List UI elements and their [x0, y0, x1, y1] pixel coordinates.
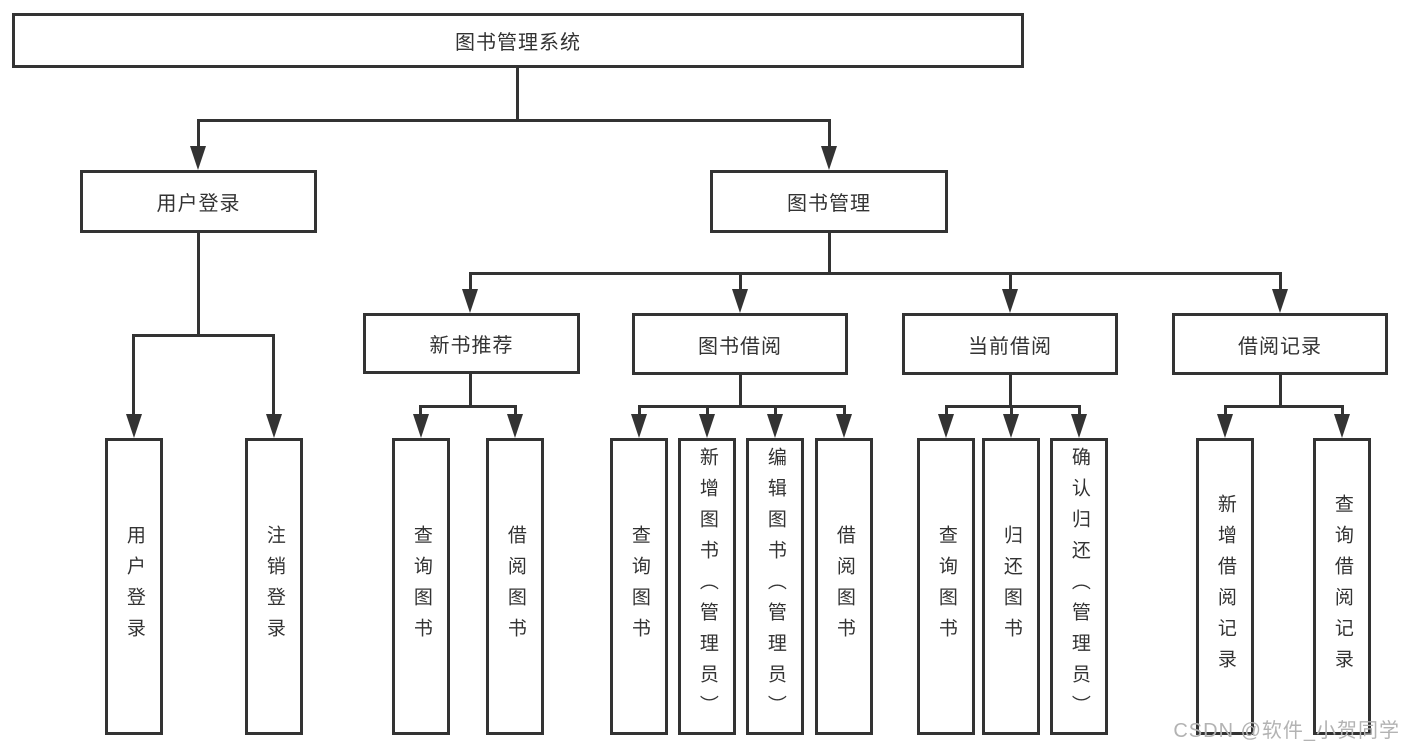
- connector-drop: [1279, 272, 1282, 292]
- arrow-down-icon: [413, 414, 429, 438]
- connector-stem: [1279, 374, 1282, 407]
- connector-drop: [706, 405, 709, 417]
- node-new-book-recommendation: 新书推荐: [363, 313, 580, 374]
- arrow-down-icon: [1217, 414, 1233, 438]
- leaf-label: 注销登录: [263, 524, 285, 649]
- leaf-label: 查询借阅记录: [1331, 493, 1353, 680]
- arrow-down-icon: [821, 146, 837, 170]
- connector-drop: [132, 334, 135, 416]
- node-leaf-borrow-books-1: 借阅图书: [486, 438, 544, 735]
- arrow-down-icon: [699, 414, 715, 438]
- connector-root-rail: [197, 119, 831, 122]
- connector-drop: [638, 405, 641, 417]
- node-leaf-confirm-return-admin: 确认归还（管理员）: [1050, 438, 1108, 735]
- connector-drop: [419, 405, 422, 417]
- node-user-login: 用户登录: [80, 170, 317, 233]
- node-leaf-logout: 注销登录: [245, 438, 303, 735]
- connector-drop: [197, 119, 200, 149]
- node-leaf-query-books-3: 查询图书: [917, 438, 975, 735]
- arrow-down-icon: [836, 414, 852, 438]
- node-root-library-management-system: 图书管理系统: [12, 13, 1024, 68]
- node-leaf-add-book-admin: 新增图书（管理员）: [678, 438, 736, 735]
- csdn-watermark: CSDN @软件_小贺同学: [1173, 720, 1400, 742]
- arrow-down-icon: [126, 414, 142, 438]
- node-borrowing-records: 借阅记录: [1172, 313, 1388, 375]
- arrow-down-icon: [1003, 414, 1019, 438]
- node-leaf-query-borrow-record: 查询借阅记录: [1313, 438, 1371, 735]
- leaf-label: 用户登录: [123, 524, 145, 649]
- arrow-down-icon: [1071, 414, 1087, 438]
- arrow-down-icon: [462, 289, 478, 313]
- connector-drop: [843, 405, 846, 417]
- connector-stem: [1009, 374, 1012, 407]
- node-leaf-query-books-1: 查询图书: [392, 438, 450, 735]
- node-leaf-edit-book-admin: 编辑图书（管理员）: [746, 438, 804, 735]
- leaf-label: 新增借阅记录: [1214, 493, 1236, 680]
- leaf-label: 借阅图书: [504, 524, 526, 649]
- node-leaf-query-books-2: 查询图书: [610, 438, 668, 735]
- connector-root-stem: [516, 68, 519, 122]
- connector-stem: [197, 233, 200, 337]
- arrow-down-icon: [1002, 289, 1018, 313]
- arrow-down-icon: [631, 414, 647, 438]
- arrow-down-icon: [266, 414, 282, 438]
- arrow-down-icon: [1334, 414, 1350, 438]
- node-leaf-user-login: 用户登录: [105, 438, 163, 735]
- connector-rail: [638, 405, 845, 408]
- connector-stem: [739, 374, 742, 407]
- leaf-label: 借阅图书: [833, 524, 855, 649]
- connector-rail: [1224, 405, 1343, 408]
- arrow-down-icon: [190, 146, 206, 170]
- connector-stem: [828, 233, 831, 275]
- node-leaf-borrow-books-2: 借阅图书: [815, 438, 873, 735]
- leaf-label: 查询图书: [628, 524, 650, 649]
- connector-drop: [1224, 405, 1227, 417]
- leaf-label: 归还图书: [1000, 524, 1022, 649]
- connector-drop: [1078, 405, 1081, 417]
- connector-rail: [945, 405, 1081, 408]
- leaf-label: 查询图书: [935, 524, 957, 649]
- connector-drop: [514, 405, 517, 417]
- node-current-borrowing: 当前借阅: [902, 313, 1118, 375]
- leaf-label: 查询图书: [410, 524, 432, 649]
- node-leaf-add-borrow-record: 新增借阅记录: [1196, 438, 1254, 735]
- connector-drop: [945, 405, 948, 417]
- connector-stem: [469, 374, 472, 407]
- arrow-down-icon: [732, 289, 748, 313]
- connector-rail: [419, 405, 517, 408]
- connector-rail: [469, 272, 1282, 275]
- connector-drop: [774, 405, 777, 417]
- arrow-down-icon: [767, 414, 783, 438]
- connector-drop: [1009, 272, 1012, 292]
- leaf-label: 编辑图书（管理员）: [764, 447, 786, 726]
- connector-drop: [1341, 405, 1344, 417]
- leaf-label: 确认归还（管理员）: [1068, 447, 1090, 726]
- connector-drop: [1010, 405, 1013, 417]
- connector-drop: [272, 334, 275, 416]
- connector-drop: [828, 119, 831, 149]
- node-book-management: 图书管理: [710, 170, 948, 233]
- arrow-down-icon: [938, 414, 954, 438]
- arrow-down-icon: [1272, 289, 1288, 313]
- connector-drop: [469, 272, 472, 292]
- node-book-borrowing: 图书借阅: [632, 313, 848, 375]
- node-leaf-return-books: 归还图书: [982, 438, 1040, 735]
- leaf-label: 新增图书（管理员）: [696, 447, 718, 726]
- connector-rail: [132, 334, 274, 337]
- arrow-down-icon: [507, 414, 523, 438]
- connector-drop: [739, 272, 742, 292]
